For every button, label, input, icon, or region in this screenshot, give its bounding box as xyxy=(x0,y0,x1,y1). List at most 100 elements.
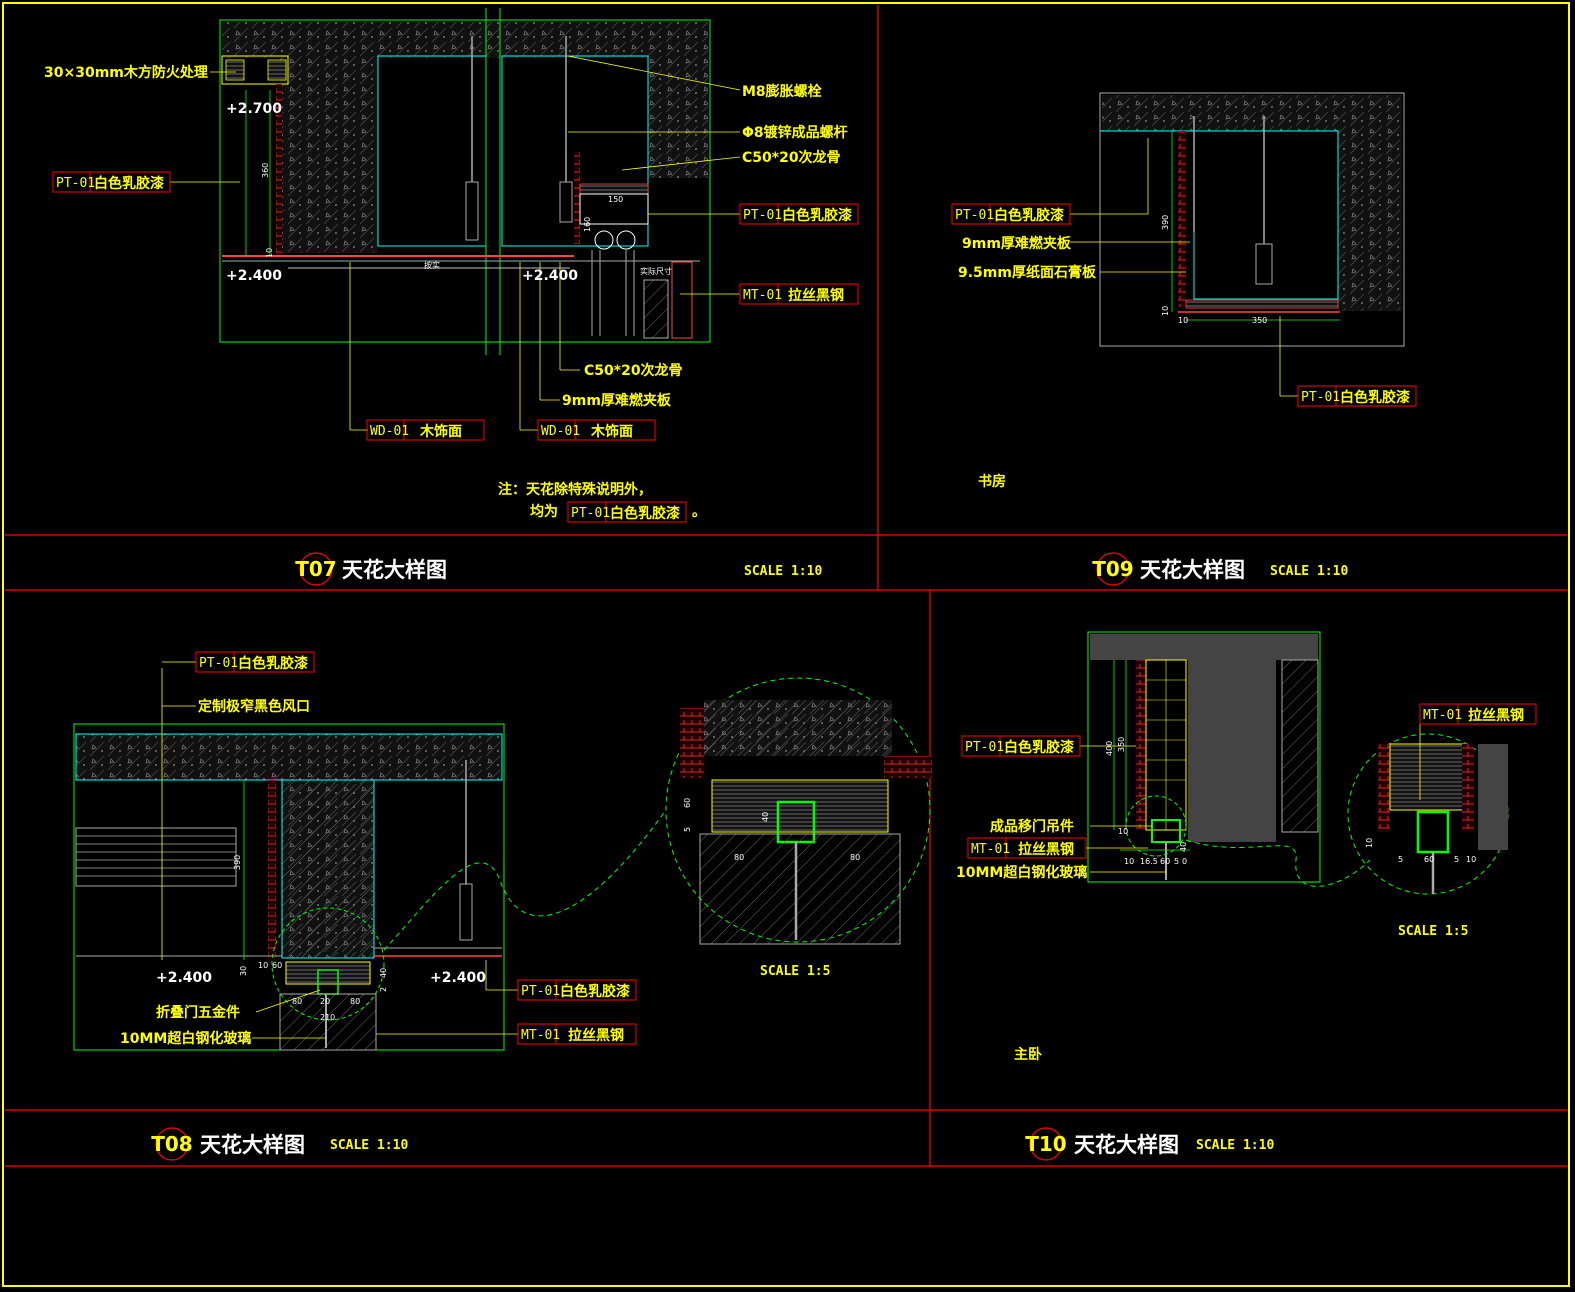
t10-dim-10: 10 xyxy=(1118,827,1128,836)
t07-tag-mt01: MT-01 拉丝黑钢 xyxy=(739,283,859,305)
t09-dim-width: 350 xyxy=(1252,316,1267,325)
t07-dim-height: 360 xyxy=(261,163,270,178)
svg-text:白色乳胶漆: 白色乳胶漆 xyxy=(994,207,1064,224)
t08-dim-80b: 80 xyxy=(350,997,360,1006)
svg-text:拉丝黑钢: 拉丝黑钢 xyxy=(1468,707,1524,724)
svg-text:PT-01: PT-01 xyxy=(521,984,560,999)
t07-level-top: +2.700 xyxy=(226,101,282,117)
t09-title: 天花大样图 xyxy=(1140,558,1245,582)
t08-leaders xyxy=(162,661,518,1039)
t08-scale: SCALE 1:10 xyxy=(330,1138,408,1153)
t09-leaders xyxy=(1070,138,1298,397)
t10-dim-16: 16.5 xyxy=(1140,857,1158,866)
sheet-grid xyxy=(5,5,1567,1167)
t09-dim-10a: 10 xyxy=(1161,306,1170,316)
t09-tag-pt01-bottom: PT-01 白色乳胶漆 xyxy=(1297,385,1417,407)
t08-dim-2: 2 xyxy=(379,987,388,992)
t08-dim-20: 20 xyxy=(320,997,330,1006)
t07-label-wood-batten: 30×30mm木方防火处理 xyxy=(44,64,208,81)
svg-text:拉丝黑钢: 拉丝黑钢 xyxy=(568,1027,624,1044)
svg-text:PT-01: PT-01 xyxy=(56,176,95,191)
svg-text:白色乳胶漆: 白色乳胶漆 xyxy=(94,175,164,192)
t09-label-gypsum: 9.5mm厚纸面石膏板 xyxy=(958,264,1097,281)
t10-title-block: T10 天花大样图 SCALE 1:10 xyxy=(1025,1127,1274,1161)
t07-note-tag: PT-01 白色乳胶漆 xyxy=(567,501,687,523)
t07-section-drawing xyxy=(219,8,711,430)
t10-room-name: 主卧 xyxy=(1014,1046,1042,1063)
t08-label-vent: 定制极窄黑色风口 xyxy=(198,698,310,715)
svg-text:木饰面: 木饰面 xyxy=(590,423,633,440)
t08-title-block: T08 天花大样图 SCALE 1:10 xyxy=(151,1127,408,1161)
t09-labels: PT-01 白色乳胶漆 9mm厚难燃夹板 9.5mm厚纸面石膏板 PT-01 白… xyxy=(951,203,1417,586)
t08-dim-height: 390 xyxy=(233,855,242,870)
t08-tag-pt01-right: PT-01 白色乳胶漆 xyxy=(517,979,637,1001)
svg-text:WD-01: WD-01 xyxy=(541,424,580,439)
t07-title: 天花大样图 xyxy=(342,558,447,582)
svg-text:PT-01: PT-01 xyxy=(743,208,782,223)
t08-level-left: +2.400 xyxy=(156,970,212,986)
t10-dim-60: 60 xyxy=(1160,857,1170,866)
t10-number: T10 xyxy=(1025,1132,1066,1156)
svg-text:PT-01: PT-01 xyxy=(571,506,610,521)
t08-number: T08 xyxy=(151,1132,192,1156)
t10-section-drawing xyxy=(1087,631,1371,887)
t07-leaders xyxy=(170,55,741,431)
svg-text:WD-01: WD-01 xyxy=(370,424,409,439)
svg-text:PT-01: PT-01 xyxy=(199,656,238,671)
t10-zoom-dim-5: 5 xyxy=(1398,855,1403,864)
t10-zoom-dim-5b: 5 xyxy=(1454,855,1459,864)
t08-zoom-dim-40: 40 xyxy=(761,812,770,822)
t10-dim-10a: 10 xyxy=(1124,857,1134,866)
t09-dim-height: 390 xyxy=(1161,215,1170,230)
t08-dim-80a: 80 xyxy=(292,997,302,1006)
t09-scale: SCALE 1:10 xyxy=(1270,564,1348,579)
t10-detail-circle xyxy=(1347,733,1509,895)
t10-zoom-dim-10: 10 xyxy=(1365,838,1374,848)
svg-text:MT-01: MT-01 xyxy=(1423,708,1462,723)
t07-label-keel-top: C50*20次龙骨 xyxy=(742,149,841,166)
t10-zoom-dim-60: 60 xyxy=(1424,855,1434,864)
svg-text:白色乳胶漆: 白色乳胶漆 xyxy=(1004,739,1074,756)
t08-title: 天花大样图 xyxy=(200,1133,305,1157)
t07-tag-wd01-a: WD-01 木饰面 xyxy=(366,419,485,441)
t09-section-drawing xyxy=(1099,92,1405,347)
svg-text:白色乳胶漆: 白色乳胶漆 xyxy=(782,207,852,224)
t10-labels: PT-01 白色乳胶漆 成品移门吊件 MT-01 拉丝黑钢 10MM超白钢化玻璃… xyxy=(956,703,1537,1161)
t10-title: 天花大样图 xyxy=(1074,1133,1179,1157)
t10-leaders xyxy=(1080,724,1421,873)
t07-dim-150: 150 xyxy=(608,195,623,204)
t09-number: T09 xyxy=(1092,557,1133,581)
t07-scale: SCALE 1:10 xyxy=(744,564,822,579)
t07-label-rod: Φ8镀锌成品螺杆 xyxy=(742,124,848,141)
svg-text:MT-01: MT-01 xyxy=(521,1028,560,1043)
svg-text:MT-01: MT-01 xyxy=(971,842,1010,857)
t07-number: T07 xyxy=(295,557,336,581)
t10-dim-350: 350 xyxy=(1117,737,1126,752)
svg-text:白色乳胶漆: 白色乳胶漆 xyxy=(560,983,630,1000)
t08-zoom-dim-80b: 80 xyxy=(850,853,860,862)
t08-label-hardware: 折叠门五金件 xyxy=(156,1004,240,1021)
t07-labels: 30×30mm木方防火处理 M8膨胀螺栓 Φ8镀锌成品螺杆 C50*20次龙骨 … xyxy=(44,64,859,586)
svg-text:MT-01: MT-01 xyxy=(743,288,782,303)
t08-zoom-dim-80a: 80 xyxy=(734,853,744,862)
svg-text:白色乳胶漆: 白色乳胶漆 xyxy=(238,655,308,672)
t10-dim-5: 5 xyxy=(1174,857,1179,866)
t10-scale: SCALE 1:10 xyxy=(1196,1138,1274,1153)
t07-label-keel-bottom: C50*20次龙骨 xyxy=(584,362,683,379)
t10-tag-mt01-detail: MT-01 拉丝黑钢 xyxy=(1419,703,1537,725)
svg-text:白色乳胶漆: 白色乳胶漆 xyxy=(610,505,680,522)
t07-level-left: +2.400 xyxy=(226,268,282,284)
t07-tag-wd01-b: WD-01 木饰面 xyxy=(537,419,656,441)
t07-dim-160: 160 xyxy=(583,217,592,232)
t08-labels: PT-01 白色乳胶漆 定制极窄黑色风口 折叠门五金件 10MM超白钢化玻璃 P… xyxy=(120,651,860,1161)
svg-text:木饰面: 木饰面 xyxy=(419,423,462,440)
svg-text:白色乳胶漆: 白色乳胶漆 xyxy=(1340,389,1410,406)
t08-level-right: +2.400 xyxy=(430,970,486,986)
t07-dim-10: 10 xyxy=(265,248,274,258)
t09-tag-pt01-top: PT-01 白色乳胶漆 xyxy=(951,203,1071,225)
t09-title-block: T09 天花大样图 SCALE 1:10 xyxy=(1092,552,1348,586)
t08-label-glass: 10MM超白钢化玻璃 xyxy=(120,1030,251,1047)
svg-text:拉丝黑钢: 拉丝黑钢 xyxy=(788,287,844,304)
t10-dim-0: 0 xyxy=(1182,857,1187,866)
